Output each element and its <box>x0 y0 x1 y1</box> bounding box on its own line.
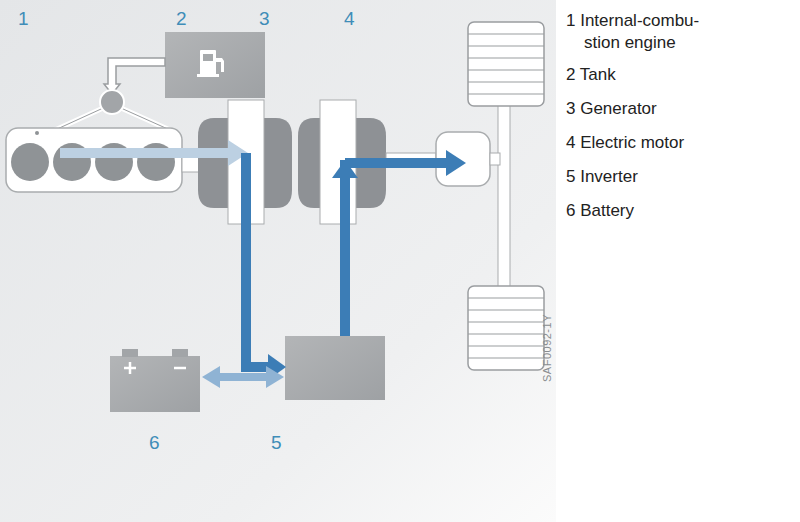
electric-power-arrow <box>202 150 466 388</box>
legend-entry: 3 Generator <box>566 98 657 120</box>
callout-number: 3 <box>259 8 270 30</box>
inverter <box>285 336 385 400</box>
fuel-pump <box>100 90 124 114</box>
legend-entry: 2 Tank <box>566 64 616 86</box>
legend-entry: 4 Electric motor <box>566 132 684 154</box>
tank <box>165 32 265 98</box>
wheel <box>468 22 544 370</box>
callout-number: 1 <box>18 8 29 30</box>
callout-number: 2 <box>176 8 187 30</box>
callout-number: 4 <box>344 8 355 30</box>
battery <box>110 349 200 412</box>
mechanical-power-arrow <box>60 140 248 166</box>
legend-entry: 6 Battery <box>566 200 634 222</box>
legend-entry: 5 Inverter <box>566 166 638 188</box>
legend-entry: 1 Internal-combu- stion engine <box>566 10 736 54</box>
callout-number: 6 <box>149 432 160 454</box>
fuel-line <box>104 58 165 94</box>
rear-axle <box>498 100 510 290</box>
background-panel <box>0 0 556 522</box>
fuel-pump-icon <box>197 50 224 77</box>
callout-number: 5 <box>271 432 282 454</box>
engine-block <box>6 128 182 192</box>
watermark: SAF0092-1Y <box>541 314 553 382</box>
